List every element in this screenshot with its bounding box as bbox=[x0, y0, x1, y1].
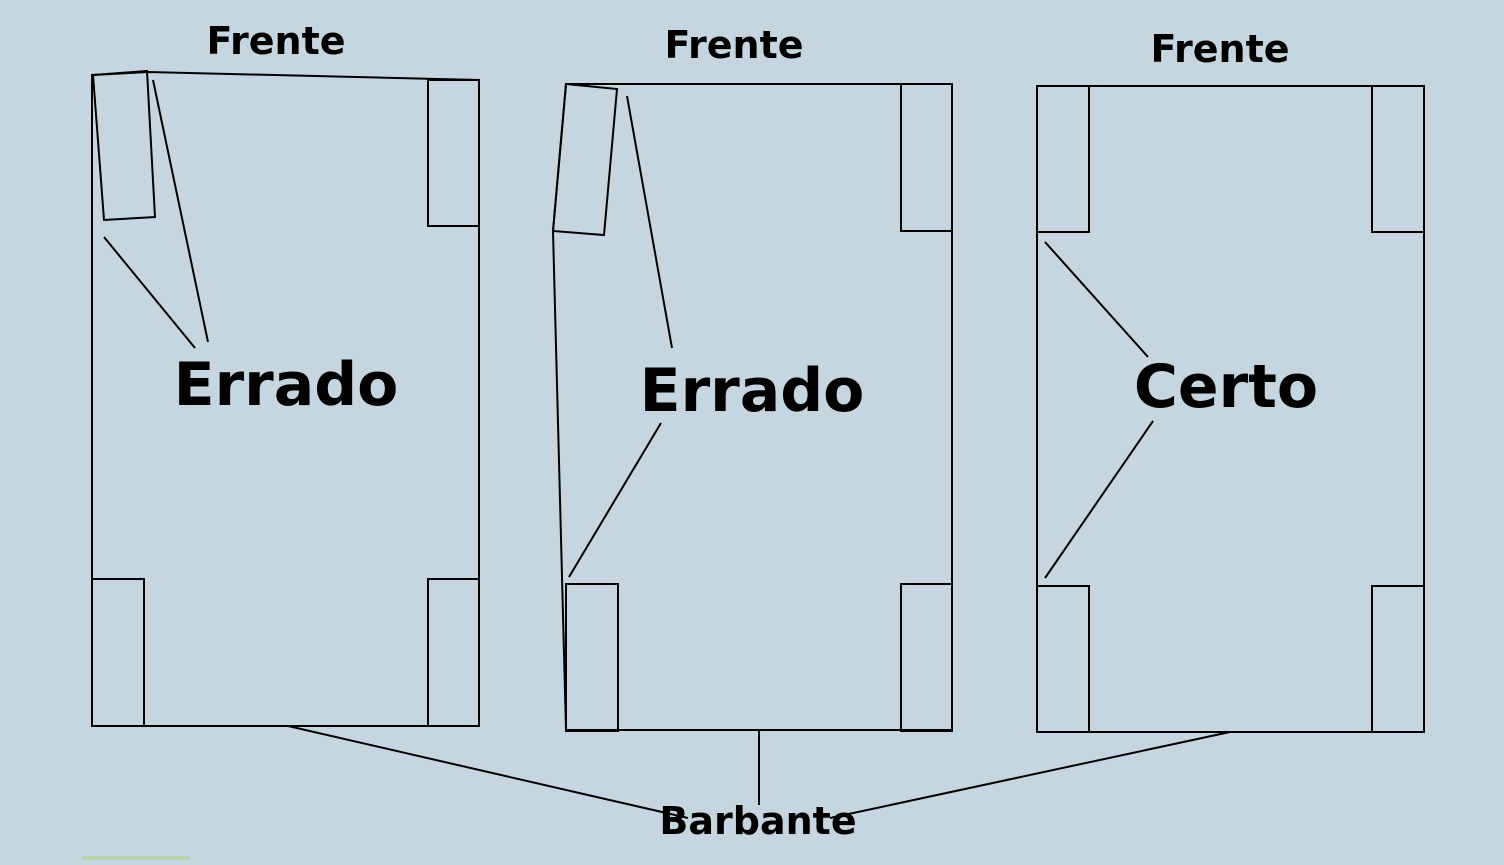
panel-1-front-label: Frente bbox=[206, 19, 345, 63]
panel-2-leg-bottom-left bbox=[565, 583, 619, 732]
panel-2-leg-bottom-right bbox=[900, 583, 953, 732]
panel-3-leg-bottom-right bbox=[1371, 585, 1425, 733]
panel-2-tilted-leg bbox=[551, 82, 619, 237]
panel-1-pointer-1 bbox=[103, 236, 196, 349]
barbante-line-right bbox=[829, 731, 1231, 819]
panel-3-verdict-label: Certo bbox=[1134, 352, 1318, 422]
panel-2-leg-top-right bbox=[900, 83, 953, 232]
panel-2-pointer-2 bbox=[568, 422, 662, 578]
panel-1-tilted-leg bbox=[91, 69, 157, 222]
panel-3-pointer-1 bbox=[1044, 241, 1149, 358]
panel-1-leg-bottom-right bbox=[427, 578, 480, 727]
panel-1-leg-top-right bbox=[427, 79, 480, 227]
panel-1-verdict-label: Errado bbox=[174, 350, 399, 420]
panel-2-verdict-label: Errado bbox=[640, 356, 865, 426]
panel-3: Frente Certo bbox=[1036, 27, 1425, 733]
panel-3-leg-bottom-left bbox=[1036, 585, 1090, 733]
panel-3-pointer-2 bbox=[1044, 420, 1154, 579]
panel-3-outline bbox=[1036, 85, 1425, 733]
panel-2: Frente Errado bbox=[551, 23, 953, 732]
panel-1-leg-bottom-left bbox=[91, 578, 145, 727]
bottom-edge-strip bbox=[82, 856, 190, 860]
barbante-connectors: Barbante bbox=[287, 725, 1231, 843]
panel-2-pointer-1 bbox=[626, 95, 673, 349]
panel-3-front-label: Frente bbox=[1150, 27, 1289, 71]
panel-3-leg-top-left bbox=[1036, 85, 1090, 233]
panel-2-front-label: Frente bbox=[664, 23, 803, 67]
barbante-label: Barbante bbox=[659, 799, 856, 843]
panel-3-leg-top-right bbox=[1371, 85, 1425, 233]
panel-1: Frente Errado bbox=[91, 19, 480, 727]
panel-1-pointer-2 bbox=[152, 79, 209, 343]
barbante-line-left bbox=[287, 725, 689, 819]
